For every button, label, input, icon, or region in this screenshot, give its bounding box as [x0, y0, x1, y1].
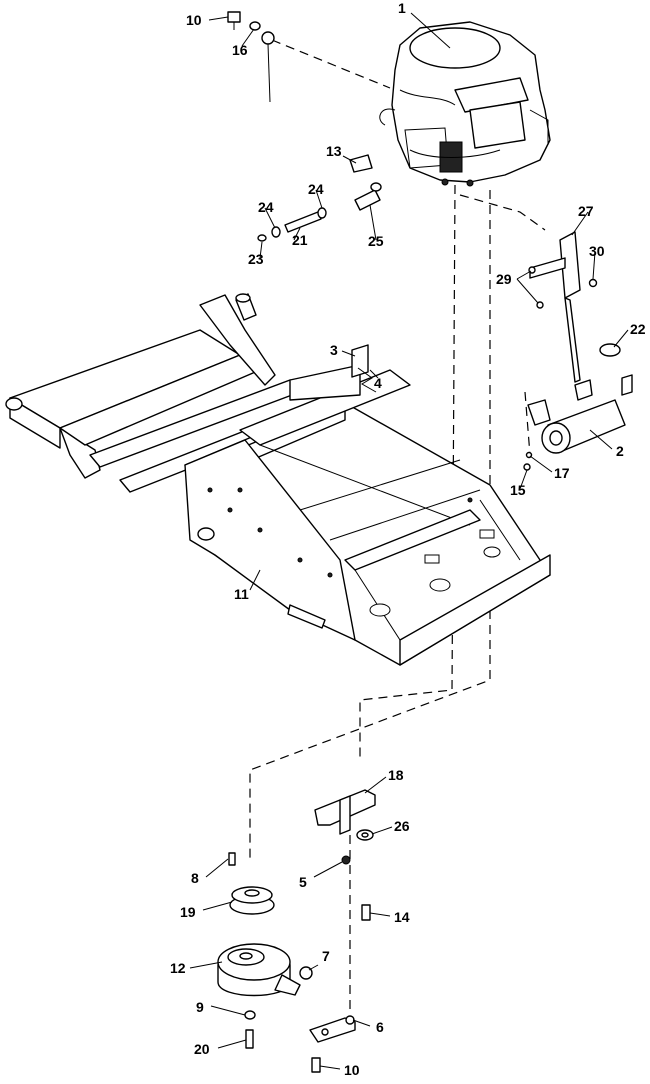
- spring-part-4: [357, 367, 377, 393]
- callout-14: 14: [394, 909, 410, 925]
- exhaust-bracket-part-27: [529, 231, 581, 383]
- callout-16: 16: [232, 42, 248, 58]
- callout-10-upper: 10: [186, 12, 202, 28]
- tube-part-21: [284, 211, 322, 233]
- clamp-part-24-right: [317, 207, 327, 219]
- frame-part-11: [5, 293, 551, 666]
- assembly-guide-lines: [249, 39, 546, 1010]
- callout-2: 2: [616, 443, 624, 459]
- callout-3: 3: [330, 342, 338, 358]
- callout-8: 8: [191, 870, 199, 886]
- callout-5: 5: [299, 874, 307, 890]
- nut-part-5: [341, 855, 351, 865]
- nut-part-15: [523, 463, 531, 471]
- callout-17: 17: [554, 465, 570, 481]
- callout-18: 18: [388, 767, 404, 783]
- callout-29: 29: [496, 271, 512, 287]
- callout-25: 25: [368, 233, 384, 249]
- nut-part-30: [588, 278, 598, 288]
- callout-21: 21: [292, 232, 308, 248]
- muffler-part-2: [527, 374, 633, 454]
- fitting-part-13: [349, 154, 373, 173]
- callout-12: 12: [170, 960, 186, 976]
- callout-24-right: 24: [308, 181, 324, 197]
- bolt-part-10-lower: [311, 1057, 321, 1073]
- callout-6: 6: [376, 1019, 384, 1035]
- callout-15: 15: [510, 482, 526, 498]
- callout-27: 27: [578, 203, 594, 219]
- callout-4: 4: [374, 375, 382, 391]
- callout-7: 7: [322, 948, 330, 964]
- washer-part-16: [249, 21, 261, 31]
- leader-lines: [189, 12, 629, 1070]
- callout-1: 1: [398, 0, 406, 16]
- callout-24-left: 24: [258, 199, 274, 215]
- bolt-part-20: [245, 1029, 254, 1049]
- callout-19: 19: [180, 904, 196, 920]
- gasket-part-22: [599, 343, 621, 357]
- spacer-part-8: [228, 852, 236, 866]
- callout-22: 22: [630, 321, 646, 337]
- clutch-part-12: [217, 943, 301, 997]
- bolt-part-14: [361, 904, 371, 921]
- callout-20: 20: [194, 1041, 210, 1057]
- washer-part-26: [356, 829, 374, 841]
- bracket-part-3: [351, 344, 369, 378]
- washer-part-9: [244, 1010, 256, 1020]
- callout-13: 13: [326, 143, 342, 159]
- callout-23: 23: [248, 251, 264, 267]
- rod-end-dipstick: [261, 31, 275, 103]
- bracket-part-18: [314, 789, 376, 835]
- callout-10-lower: 10: [344, 1062, 360, 1078]
- pulley-part-19: [229, 886, 275, 915]
- engine-part-1: [379, 21, 551, 187]
- callout-26: 26: [394, 818, 410, 834]
- callout-11: 11: [234, 586, 249, 602]
- callout-labels: 1 2 3 4 5 6 7 8 9 10 10 11 12 13 14 15 1…: [170, 0, 646, 1078]
- fitting-part-23: [257, 234, 267, 242]
- callout-9: 9: [196, 999, 204, 1015]
- clamp-part-24-left: [271, 226, 281, 238]
- bracket-part-6: [309, 1015, 356, 1043]
- callout-30: 30: [589, 243, 605, 259]
- bolt-part-10-upper: [227, 11, 241, 30]
- fitting-part-25: [354, 182, 382, 211]
